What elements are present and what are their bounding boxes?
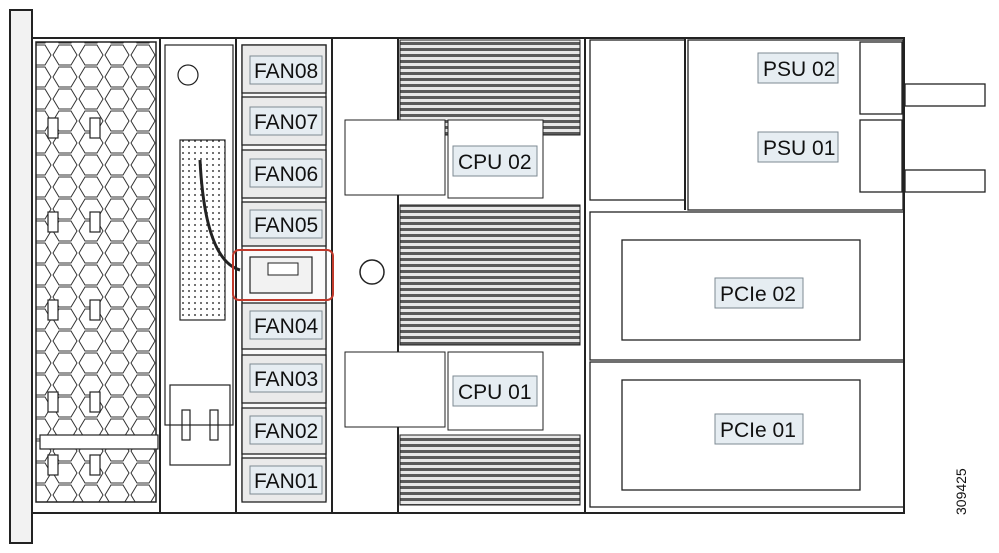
fan03-text: FAN03 xyxy=(254,368,318,391)
fan-labels: FAN08 FAN07 FAN06 FAN05 FAN04 FAN03 FAN0… xyxy=(249,55,323,495)
cpu-memory-area xyxy=(344,39,581,506)
fan08-text: FAN08 xyxy=(254,60,318,83)
fan06-label: FAN06 xyxy=(249,158,323,188)
cpu01-label: CPU 01 xyxy=(452,375,538,407)
pcie01-label: PCIe 01 xyxy=(714,413,804,445)
psu-riser-area xyxy=(589,39,986,508)
fan06-text: FAN06 xyxy=(254,163,318,186)
pcie02-label: PCIe 02 xyxy=(714,277,804,309)
front-drive-bay xyxy=(35,41,157,503)
fan02-text: FAN02 xyxy=(254,420,318,443)
cpu01-text: CPU 01 xyxy=(458,381,532,404)
cpu-labels: CPU 02 CPU 01 xyxy=(452,145,538,407)
cpu02-text: CPU 02 xyxy=(458,151,532,174)
fan01-text: FAN01 xyxy=(254,470,318,493)
fan05-label: FAN05 xyxy=(249,209,323,239)
psu-labels: PSU 02 PSU 01 xyxy=(757,52,839,163)
fan05-text: FAN05 xyxy=(254,214,318,237)
psu01-text: PSU 01 xyxy=(763,137,835,160)
fan03-label: FAN03 xyxy=(249,363,323,393)
psu02-label: PSU 02 xyxy=(757,52,839,84)
fan04-label: FAN04 xyxy=(249,310,323,340)
fan07-label: FAN07 xyxy=(249,106,323,136)
pcie-labels: PCIe 02 PCIe 01 xyxy=(714,277,804,445)
psu02-text: PSU 02 xyxy=(763,58,835,81)
fan01-label: FAN01 xyxy=(249,465,323,495)
fan08-label: FAN08 xyxy=(249,55,323,85)
figure-id: 309425 xyxy=(953,468,969,515)
highlighted-component xyxy=(232,249,334,301)
fan02-label: FAN02 xyxy=(249,415,323,445)
pcie01-text: PCIe 01 xyxy=(720,419,796,442)
storage-controller-area xyxy=(39,44,241,466)
psu01-label: PSU 01 xyxy=(757,131,839,163)
fan07-text: FAN07 xyxy=(254,111,318,134)
cpu02-label: CPU 02 xyxy=(452,145,538,177)
fan04-text: FAN04 xyxy=(254,315,319,338)
pcie02-text: PCIe 02 xyxy=(720,283,796,306)
